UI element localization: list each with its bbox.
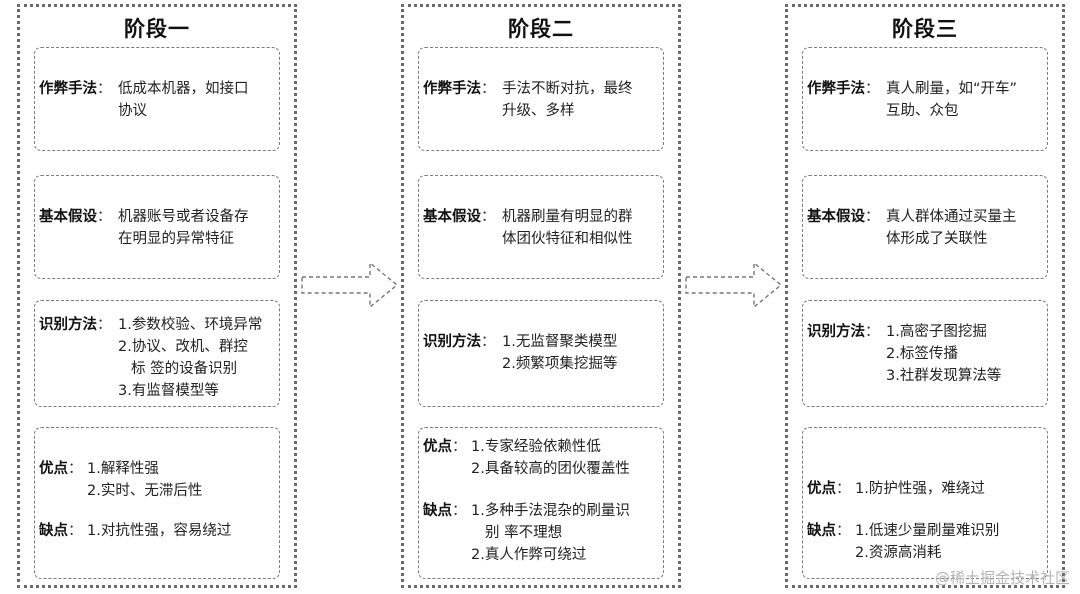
pros-line: 2.具备较高的团伙覆盖性 — [471, 461, 630, 477]
pros-label: 优点 — [423, 439, 452, 455]
detection-method-card: 识别方法： 1.高密子图挖掘 2.标签传播 3.社群发现算法等 — [802, 300, 1048, 407]
basic-assumption-label: 基本假设 — [39, 209, 97, 225]
detection-method-line: 3.社群发现算法等 — [886, 368, 1002, 384]
basic-assumption-card: 基本假设： 机器账号或者设备存 在明显的异常特征 — [34, 175, 280, 279]
cons-line: 1.对抗性强，容易绕过 — [87, 523, 232, 539]
cheat-method-card: 作弊手法： 低成本机器，如接口 协议 — [34, 47, 280, 151]
stage-2-panel: 阶段二 作弊手法： 手法不断对抗，最终 升级、多样 基本假设： 机器刷量有明显的… — [401, 4, 681, 588]
cheat-method-label: 作弊手法 — [807, 81, 865, 97]
basic-assumption-card: 基本假设： 真人群体通过买量主 体形成了关联性 — [802, 175, 1048, 279]
cheat-method-card: 作弊手法： 手法不断对抗，最终 升级、多样 — [418, 47, 664, 151]
detection-method-line: 3.有监督模型等 — [118, 383, 219, 399]
detection-method-line: 标 签的设备识别 — [131, 361, 238, 377]
basic-assumption-line: 机器账号或者设备存 — [118, 209, 249, 225]
cons-label: 缺点 — [807, 523, 836, 539]
watermark: @稀土掘金技术社区 — [934, 569, 1070, 587]
pros-line: 1.解释性强 — [87, 461, 159, 477]
cons-line: 2.资源高消耗 — [855, 545, 942, 561]
basic-assumption-line: 体团伙特征和相似性 — [502, 231, 633, 247]
basic-assumption-line: 机器刷量有明显的群 — [502, 209, 633, 225]
right-arrow-icon — [685, 261, 783, 309]
detection-method-card: 识别方法： 1.无监督聚类模型 2.频繁项集挖掘等 — [418, 300, 664, 407]
detection-method-line: 2.频繁项集挖掘等 — [502, 356, 618, 372]
detection-method-card: 识别方法： 1.参数校验、环境异常 2.协议、改机、群控 标 签的设备识别 3.… — [34, 300, 280, 407]
basic-assumption-line: 在明显的异常特征 — [118, 231, 234, 247]
detection-method-label: 识别方法 — [807, 324, 865, 340]
cons-line: 1.多种手法混杂的刷量识 — [471, 503, 630, 519]
basic-assumption-line: 体形成了关联性 — [886, 231, 988, 247]
cheat-method-line: 真人刷量，如“开车” — [886, 81, 1018, 97]
cons-line: 1.低速少量刷量难识别 — [855, 523, 1000, 539]
basic-assumption-line: 真人群体通过买量主 — [886, 209, 1017, 225]
cheat-method-card: 作弊手法： 真人刷量，如“开车” 互助、众包 — [802, 47, 1048, 151]
cheat-method-line: 手法不断对抗，最终 — [502, 81, 633, 97]
basic-assumption-label: 基本假设 — [423, 209, 481, 225]
detection-method-line: 2.协议、改机、群控 — [118, 339, 248, 355]
cons-label: 缺点 — [423, 503, 452, 519]
cheat-method-line: 低成本机器，如接口 — [118, 81, 249, 97]
stage-title: 阶段一 — [124, 17, 190, 41]
basic-assumption-label: 基本假设 — [807, 209, 865, 225]
detection-method-label: 识别方法 — [39, 317, 97, 333]
cheat-method-label: 作弊手法 — [39, 81, 97, 97]
detection-method-line: 1.高密子图挖掘 — [886, 324, 987, 340]
stage-1-panel: 阶段一 作弊手法： 低成本机器，如接口 协议 基本假设： 机器账号或者设备存 在… — [17, 4, 297, 588]
cons-line: 别 率不理想 — [485, 525, 563, 541]
basic-assumption-card: 基本假设： 机器刷量有明显的群 体团伙特征和相似性 — [418, 175, 664, 279]
detection-method-line: 2.标签传播 — [886, 346, 958, 362]
detection-method-line: 1.参数校验、环境异常 — [118, 317, 263, 333]
stage-3-panel: 阶段三 作弊手法： 真人刷量，如“开车” 互助、众包 基本假设： 真人群体通过买… — [785, 4, 1065, 588]
pros-cons-card: 优点： 1.解释性强 2.实时、无滞后性 缺点： 1.对抗性强，容易绕过 — [34, 427, 280, 579]
pros-label: 优点 — [39, 461, 68, 477]
cons-label: 缺点 — [39, 523, 68, 539]
cheat-method-line: 互助、众包 — [886, 103, 959, 119]
stage-title: 阶段二 — [508, 17, 574, 41]
pros-label: 优点 — [807, 481, 836, 497]
pros-line: 1.专家经验依赖性低 — [471, 439, 601, 455]
pros-line: 1.防护性强，难绕过 — [855, 481, 985, 497]
right-arrow-icon — [301, 261, 399, 309]
cheat-method-label: 作弊手法 — [423, 81, 481, 97]
cheat-method-line: 协议 — [118, 103, 147, 119]
detection-method-line: 1.无监督聚类模型 — [502, 334, 618, 350]
cons-line: 2.真人作弊可绕过 — [471, 547, 587, 563]
pros-cons-card: 优点： 1.防护性强，难绕过 缺点： 1.低速少量刷量难识别 2.资源高消耗 — [802, 427, 1048, 579]
cheat-method-line: 升级、多样 — [502, 103, 575, 119]
pros-line: 2.实时、无滞后性 — [87, 483, 203, 499]
pros-cons-card: 优点： 1.专家经验依赖性低 2.具备较高的团伙覆盖性 缺点： 1.多种手法混杂… — [418, 427, 664, 579]
stage-title: 阶段三 — [892, 17, 958, 41]
detection-method-label: 识别方法 — [423, 334, 481, 350]
